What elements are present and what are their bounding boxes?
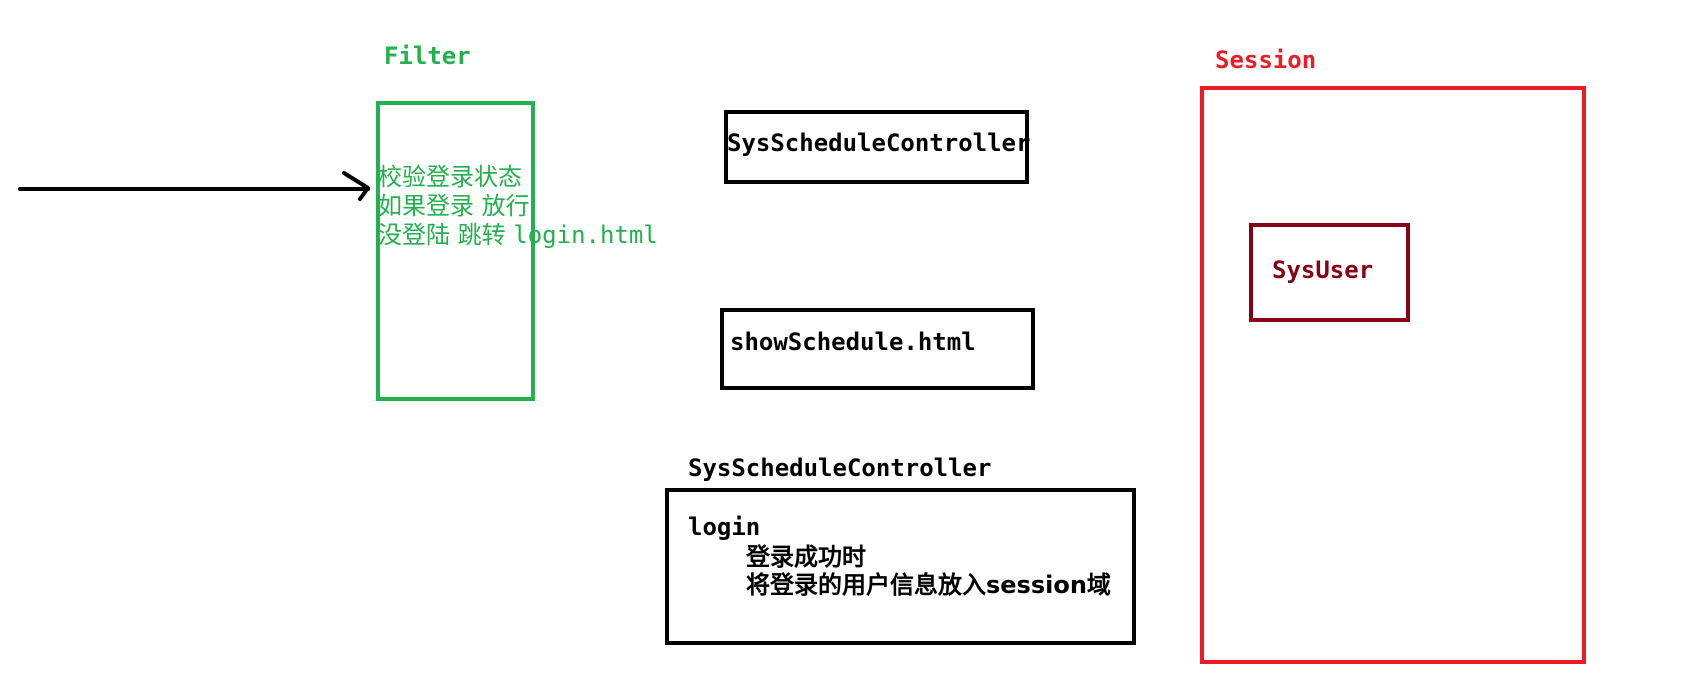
- sysuser-box: [1249, 223, 1410, 322]
- session-box: [1200, 86, 1586, 664]
- login-note-success: 登录成功时: [746, 543, 866, 571]
- filter-line-check-status: 校验登录状态: [378, 163, 522, 191]
- request-arrow-head: [342, 171, 370, 201]
- filter-line-pass: 如果登录 放行: [378, 192, 530, 220]
- sysuser-label: SysUser: [1272, 256, 1374, 284]
- filter-line-redirect: 没登陆 跳转 login.html: [378, 221, 658, 250]
- login-method: login: [688, 513, 761, 541]
- session-label: Session: [1215, 46, 1317, 74]
- show-schedule-box: [720, 308, 1035, 390]
- controller-top-label: SysScheduleController: [727, 129, 1031, 157]
- login-note-store-session: 将登录的用户信息放入session域: [746, 571, 1111, 599]
- filter-line-login-page: login.html: [513, 221, 658, 249]
- controller-box-top: [724, 110, 1029, 184]
- filter-description: 校验登录状态 如果登录 放行 没登陆 跳转 login.html: [378, 163, 658, 250]
- controller-bottom-title: SysScheduleController: [688, 454, 992, 482]
- controller-box-bottom: [665, 488, 1136, 645]
- show-schedule-label: showSchedule.html: [730, 328, 976, 356]
- filter-box: [376, 101, 535, 401]
- filter-label: Filter: [384, 42, 471, 70]
- filter-line-redirect-text: 没登陆 跳转: [378, 221, 514, 249]
